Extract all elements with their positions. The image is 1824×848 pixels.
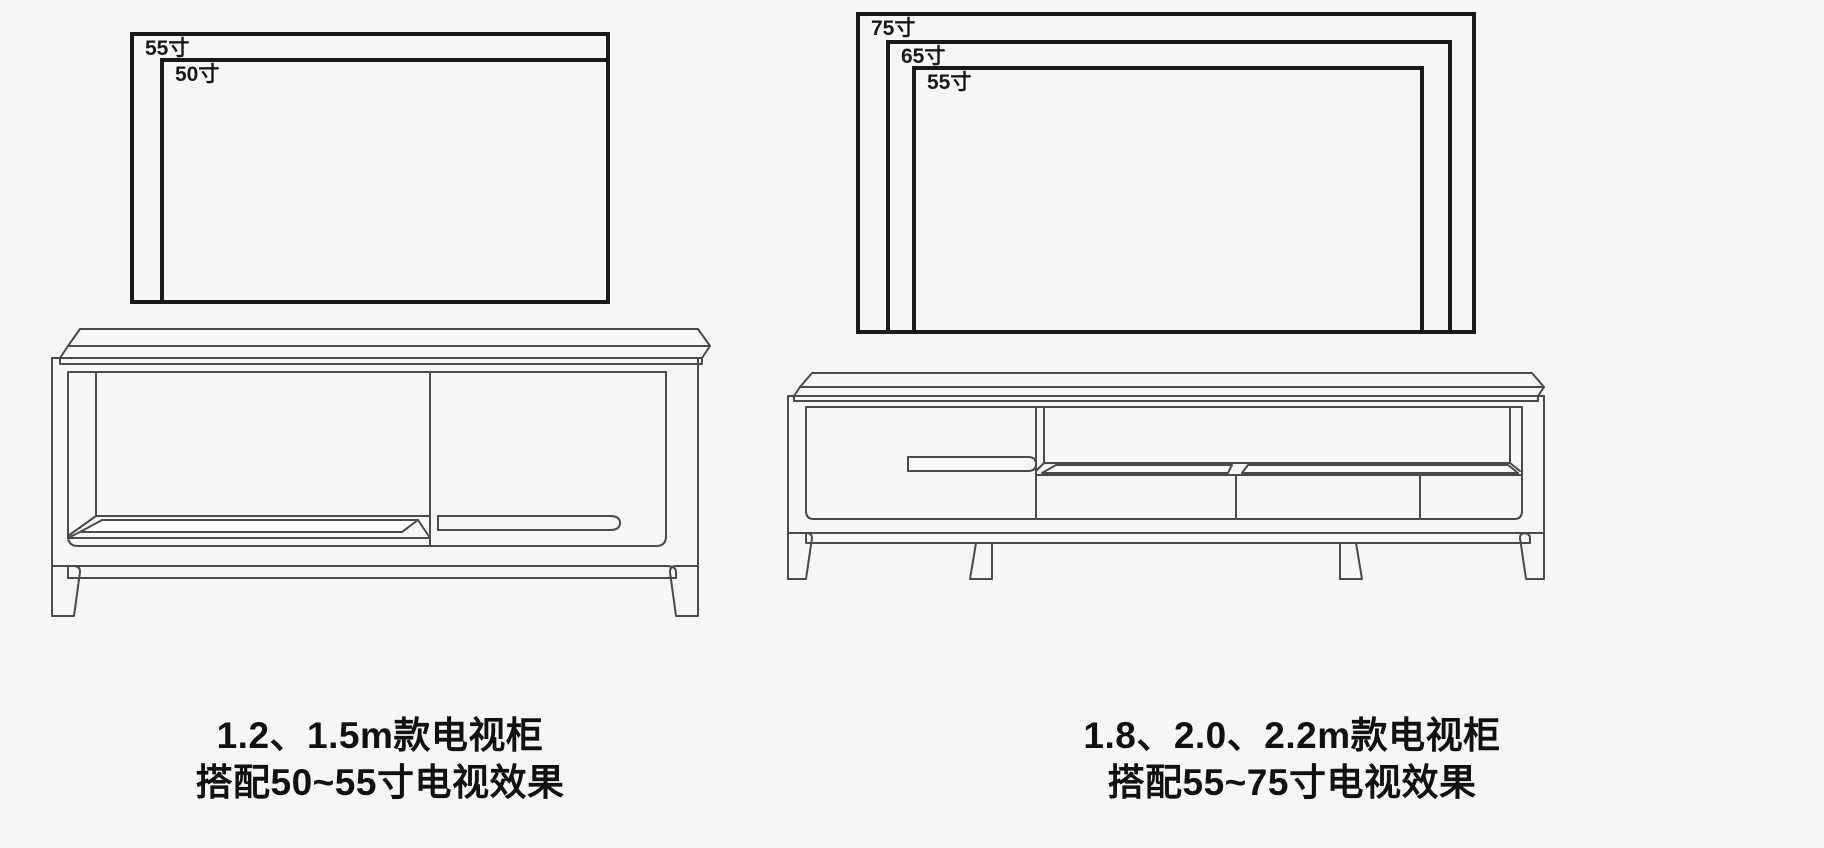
tv-size-stack-left: 55寸 50寸 — [130, 32, 610, 308]
tv-box-75-label: 75寸 — [870, 17, 917, 40]
panel-right: 75寸 65寸 55寸 — [760, 0, 1824, 848]
caption-right-line1: 1.8、2.0、2.2m款电视柜 — [1083, 715, 1501, 756]
tv-box-55-right-label: 55寸 — [926, 71, 973, 94]
tv-cabinet-large-drawing — [787, 372, 1545, 580]
tv-cabinet-small-drawing — [51, 328, 711, 617]
caption-left-line1: 1.2、1.5m款电视柜 — [216, 715, 544, 756]
caption-left: 1.2、1.5m款电视柜 搭配50~55寸电视效果 — [0, 712, 760, 807]
tv-box-55-label: 55寸 — [144, 37, 191, 60]
tv-cabinet-large — [780, 365, 1564, 585]
tv-box-55-right — [912, 66, 1424, 334]
caption-right-line2: 搭配55~75寸电视效果 — [1107, 762, 1477, 804]
tv-box-65-label: 65寸 — [900, 45, 947, 68]
tv-cabinet-small — [30, 320, 720, 620]
panel-left: 55寸 50寸 — [0, 0, 760, 848]
tv-size-stack-right: 75寸 65寸 55寸 — [856, 12, 1476, 337]
caption-left-line2: 搭配50~55寸电视效果 — [195, 762, 565, 804]
tv-box-50 — [160, 58, 610, 304]
tv-box-50-label: 50寸 — [174, 63, 221, 86]
caption-right: 1.8、2.0、2.2m款电视柜 搭配55~75寸电视效果 — [760, 712, 1824, 807]
